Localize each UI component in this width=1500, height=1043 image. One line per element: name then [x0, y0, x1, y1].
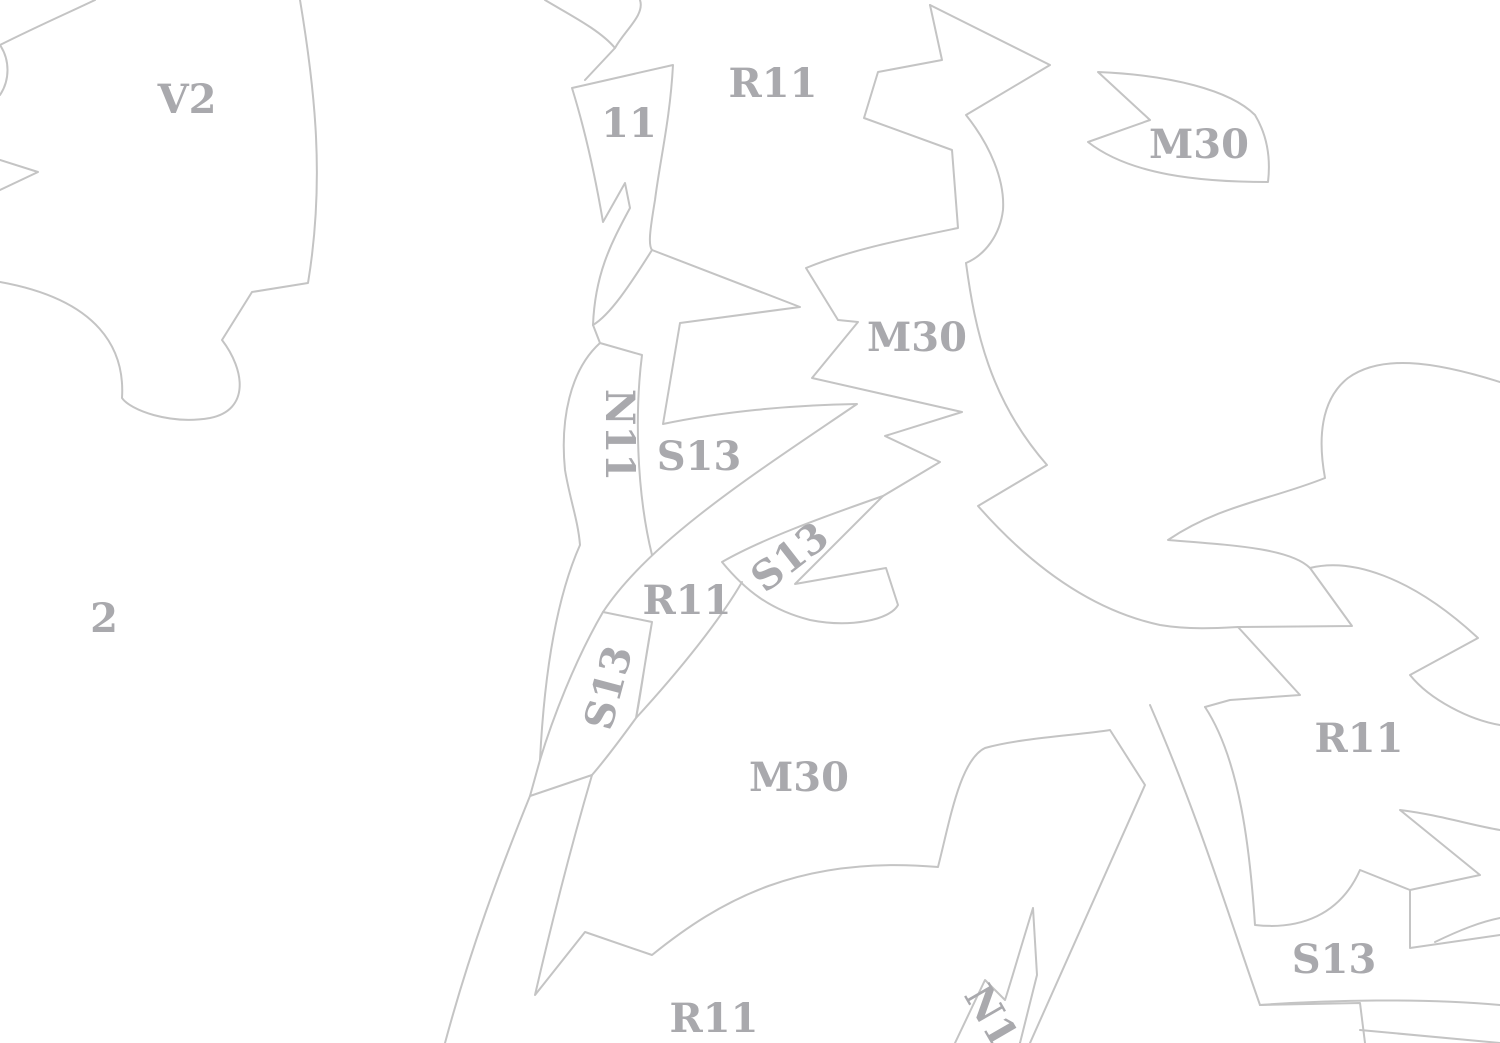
label-v2: V2	[157, 76, 217, 123]
region-outline-11	[571, 64, 674, 326]
region-outline-r11-top	[805, 4, 963, 497]
label-r11-bottom: R11	[670, 995, 759, 1042]
region-outline-lower-left	[444, 729, 1146, 1043]
region-outline-n11	[539, 324, 653, 761]
region-outline-s13-bottom-right	[1259, 889, 1500, 1043]
region-outline-v2-left-notch	[0, 44, 39, 191]
label-2: 2	[90, 595, 118, 642]
region-outline-11-inner	[584, 47, 653, 326]
label-m30-top-right: M30	[1149, 121, 1249, 168]
label-m30-center: M30	[867, 314, 967, 361]
label-s13-bottom-right: S13	[1292, 936, 1377, 983]
region-outline-s13-center	[602, 249, 858, 613]
label-s13-left: S13	[575, 641, 642, 735]
region-outline-v2	[0, 0, 318, 421]
label-m30-bottom: M30	[749, 754, 849, 801]
label-s13-center: S13	[657, 433, 742, 480]
region-outline-r11-center	[591, 581, 743, 776]
label-r11-right: R11	[1315, 715, 1404, 762]
region-outline-s13-left	[529, 611, 604, 797]
region-outline-top-dome	[544, 0, 642, 49]
region-outline-n11-partial	[954, 907, 1038, 1043]
label-11: 11	[601, 100, 657, 147]
label-n11: N11	[596, 389, 643, 481]
label-s13-tilted: S13	[742, 513, 838, 602]
region-outline-m30-center	[965, 262, 1301, 708]
region-outline-m30-top-right	[1087, 71, 1270, 183]
label-r11-top: R11	[729, 60, 818, 107]
region-labels: V2 11 R11 M30 M30 N11 S13 S13 R11 S13 2 …	[90, 60, 1403, 1043]
region-outline-right-cloud	[1167, 361, 1500, 628]
label-r11-center: R11	[643, 577, 732, 624]
region-outline-r11-right	[1149, 564, 1500, 1043]
region-outline-r11-top-edge	[929, 4, 1051, 264]
region-outline-s13-tilted	[721, 495, 899, 625]
